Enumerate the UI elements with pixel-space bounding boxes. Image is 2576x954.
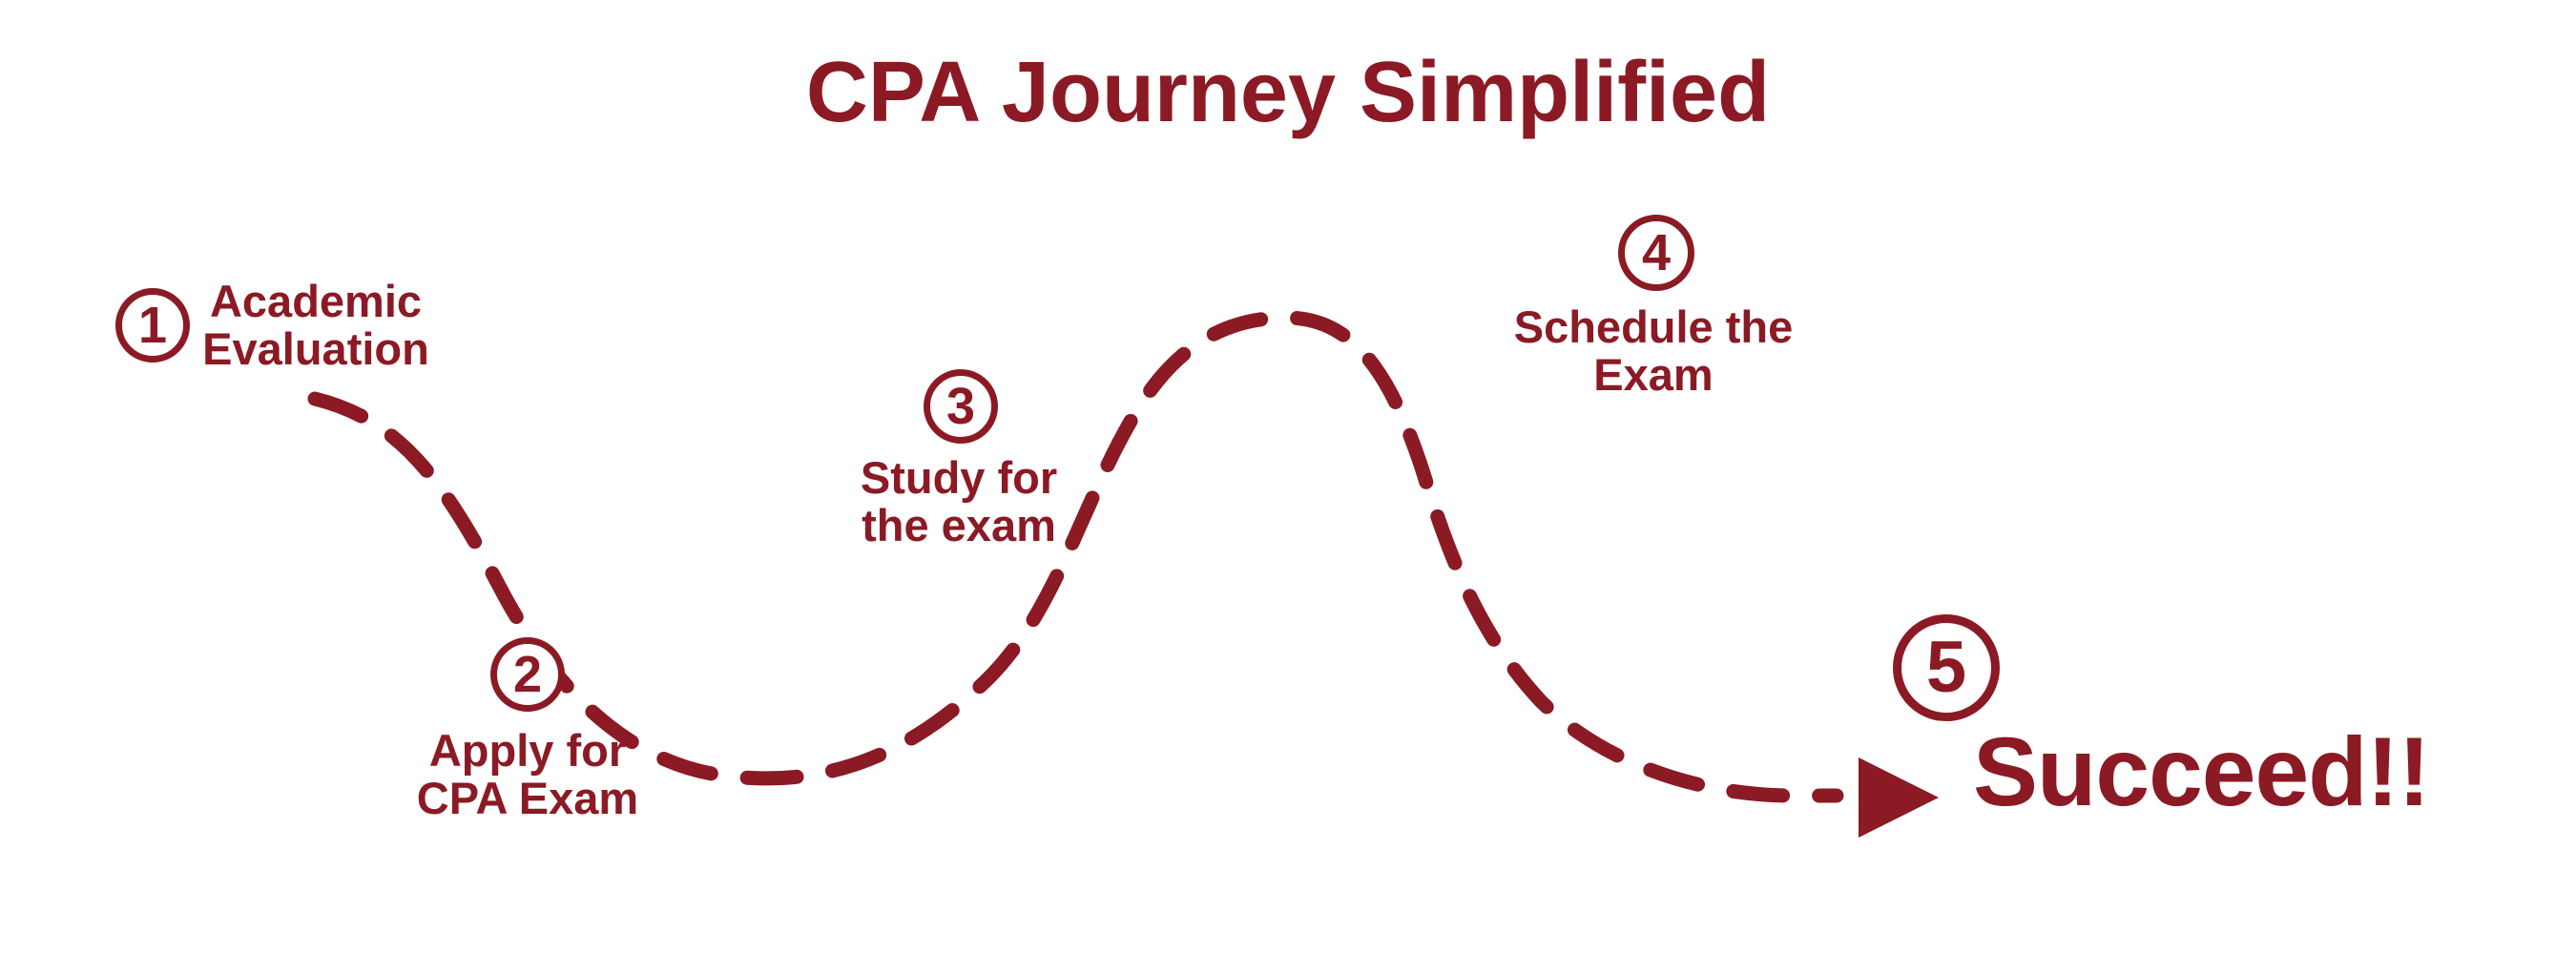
arrow-icon bbox=[1859, 757, 1939, 838]
step-1-number: 1 bbox=[137, 297, 168, 354]
step-5-badge: 5 bbox=[1893, 614, 2000, 721]
step-3-number: 3 bbox=[945, 378, 976, 435]
step-4-number: 4 bbox=[1641, 224, 1672, 281]
step-4-badge: 4 bbox=[1618, 215, 1694, 291]
step-5-number: 5 bbox=[1925, 627, 1967, 708]
step-3-badge: 3 bbox=[924, 369, 998, 444]
step-1-badge: 1 bbox=[115, 288, 190, 363]
step-3-label: Study for the exam bbox=[860, 452, 1058, 551]
succeed-label: Succeed!! bbox=[1973, 717, 2430, 826]
step-2-number: 2 bbox=[512, 646, 543, 703]
step-2-label: Apply for CPA Exam bbox=[416, 725, 639, 824]
step-4-label: Schedule the Exam bbox=[1513, 301, 1794, 401]
step-1-label: Academic Evaluation bbox=[202, 276, 429, 375]
step-2-badge: 2 bbox=[490, 637, 565, 712]
page-title: CPA Journey Simplified bbox=[805, 45, 1771, 140]
